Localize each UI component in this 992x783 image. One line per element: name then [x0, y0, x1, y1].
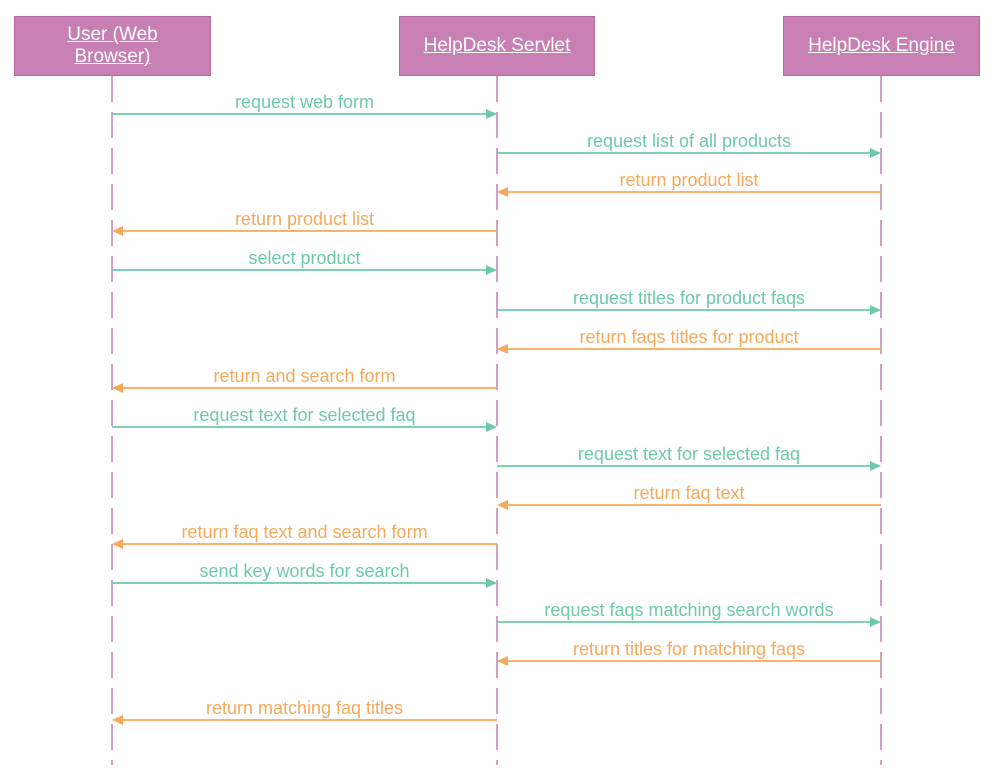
message-arrow [497, 617, 881, 627]
message-arrow [112, 539, 497, 549]
message-arrow [112, 715, 497, 725]
message-label: return matching faq titles [205, 698, 404, 718]
message-label: request titles for product faqs [572, 288, 806, 308]
message-arrow [497, 148, 881, 158]
message-arrow [497, 461, 881, 471]
message-arrow [497, 344, 881, 354]
message-label: request text for selected faq [193, 405, 416, 425]
message-arrow [112, 265, 497, 275]
message-arrow [112, 578, 497, 588]
message-label: return and search form [213, 366, 396, 386]
message-arrow [497, 305, 881, 315]
actor-helpdesk-engine: HelpDesk Engine [783, 16, 980, 76]
message-arrow [497, 656, 881, 666]
message-label: request faqs matching search words [544, 600, 834, 620]
message-label: send key words for search [199, 561, 410, 581]
message-arrow [112, 109, 497, 119]
message-arrow [112, 383, 497, 393]
message-arrow [112, 226, 497, 236]
message-label: return product list [234, 209, 375, 229]
message-arrow [497, 500, 881, 510]
message-label: request list of all products [586, 131, 792, 151]
message-label: return titles for matching faqs [572, 639, 806, 659]
message-label: return product list [619, 170, 759, 190]
actor-servlet-label: HelpDesk Servlet [423, 35, 571, 56]
actor-user-label: User (Web Browser) [67, 24, 158, 67]
message-label: return faq text [633, 483, 745, 503]
actor-helpdesk-servlet: HelpDesk Servlet [399, 16, 595, 76]
message-arrow [497, 187, 881, 197]
message-label: return faq text and search form [181, 522, 428, 542]
actor-user-web-browser: User (Web Browser) [14, 16, 211, 76]
message-label: return faqs titles for product [579, 327, 799, 347]
message-label: request web form [234, 92, 375, 112]
message-label: select product [248, 248, 361, 268]
actor-engine-label: HelpDesk Engine [808, 35, 955, 56]
message-label: request text for selected faq [577, 444, 801, 464]
message-arrow [112, 422, 497, 432]
